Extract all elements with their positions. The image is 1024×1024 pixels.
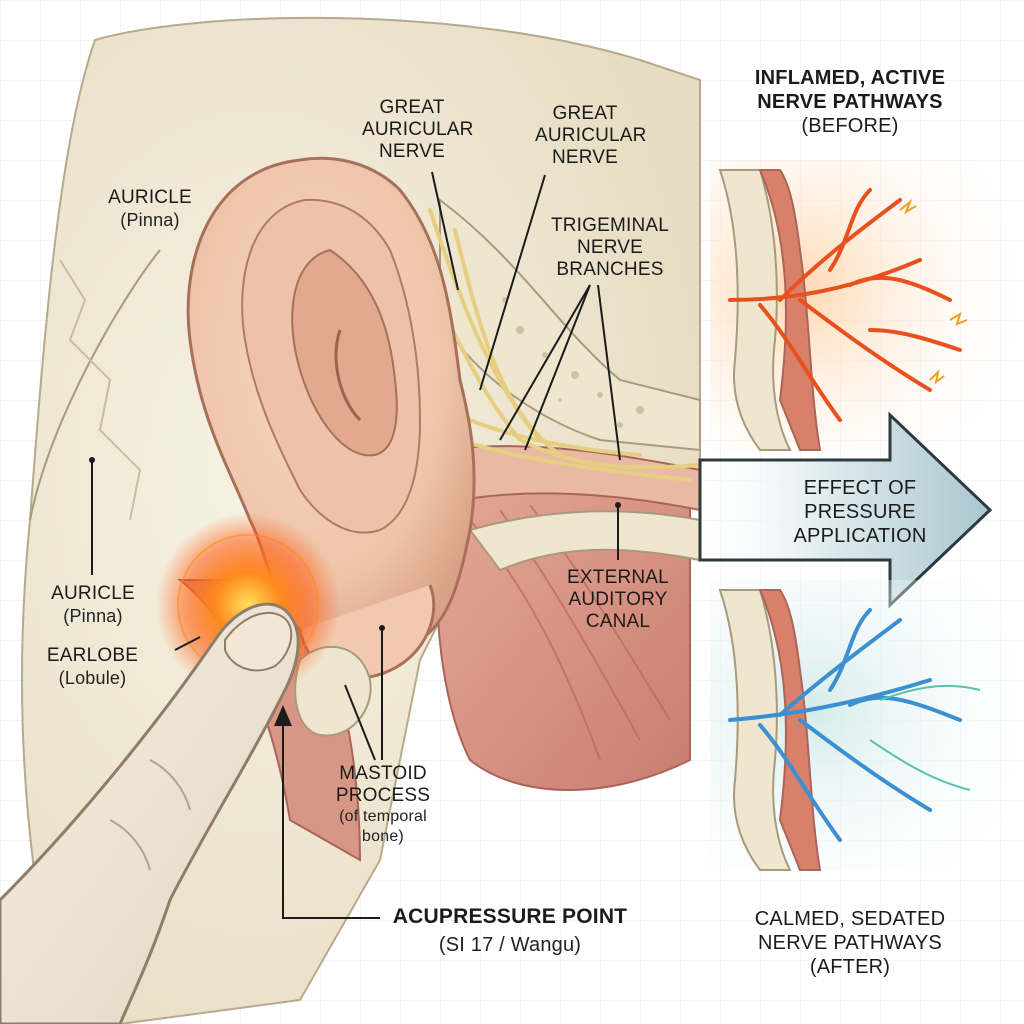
inflamed-nerves: [728, 188, 962, 422]
label-great-auricular-nerve-1: GREAT AURICULAR NERVE: [362, 97, 474, 162]
acupressure-arrowhead: [274, 705, 292, 726]
finger: [0, 602, 300, 1024]
inflamed-bone-slice: [718, 169, 792, 451]
label-auricle-side: AURICLE (Pinna): [51, 583, 135, 626]
leader-dot-mastoid: [379, 625, 385, 631]
label-effect-of-pressure: EFFECT OF PRESSURE APPLICATION: [793, 477, 927, 547]
calm-muscle-slice: [758, 589, 822, 871]
label-earlobe: EARLOBE (Lobule): [46, 645, 139, 688]
calm-fine-nerves: [869, 684, 981, 791]
skull-suture: [29, 249, 161, 521]
label-calmed-after: CALMED, SEDATED NERVE PATHWAYS (AFTER): [754, 908, 946, 978]
calm-bone-slice: [718, 589, 792, 871]
label-trigeminal-nerve-branches: TRIGEMINAL NERVE BRANCHES: [550, 215, 670, 280]
concha: [291, 248, 398, 457]
leader-lines: [91, 171, 621, 919]
leader-dot-canal: [615, 502, 621, 508]
label-mastoid-process: MASTOID PROCESS (of temporal bone): [335, 763, 431, 845]
label-auricle-top: AURICLE (Pinna): [108, 187, 192, 230]
tragus-shadow: [334, 329, 362, 422]
label-external-auditory-canal: EXTERNAL AUDITORY CANAL: [567, 567, 669, 632]
fingernail: [224, 611, 293, 672]
inflamed-sparks: [899, 198, 968, 385]
leader-dot-auricle: [89, 457, 95, 463]
skull-crack-line: [59, 259, 142, 521]
label-acupressure-point: ACUPRESSURE POINT (SI 17 / Wangu): [392, 905, 628, 957]
calm-nerves: [728, 608, 962, 842]
bone-texture: [502, 297, 644, 428]
mastoid-process: [294, 646, 372, 737]
label-inflamed-before: INFLAMED, ACTIVE NERVE PATHWAYS (BEFORE): [754, 67, 946, 137]
effect-arrow: [698, 411, 993, 609]
label-great-auricular-nerve-2: GREAT AURICULAR NERVE: [535, 103, 647, 168]
inflamed-muscle-slice: [758, 169, 822, 451]
finger-crease: [109, 759, 191, 871]
